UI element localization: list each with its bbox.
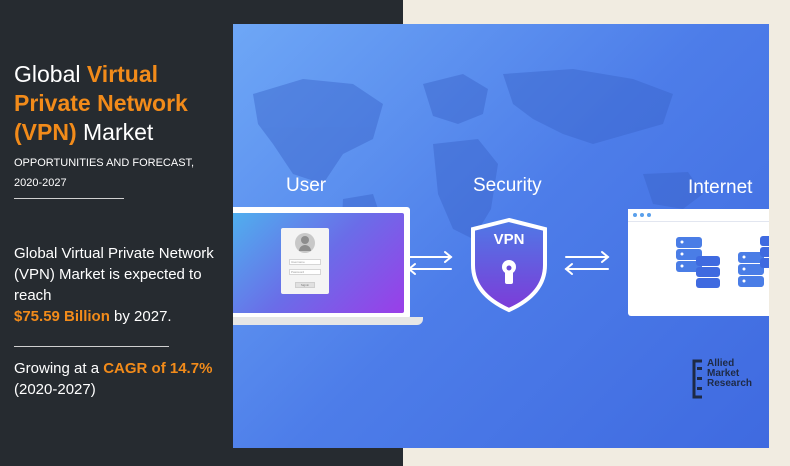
database-icon [676,236,769,288]
divider [14,346,169,347]
browser-window-graphic [628,209,769,316]
shield-label: VPN [493,231,525,248]
world-map-graphic [253,69,703,294]
growth-summary: Growing at a CAGR of 14.7%(2020-2027) [14,360,213,398]
market-summary: Global Virtual Private Network (VPN) Mar… [14,245,214,325]
illustration-card: User Security Internet Username Password… [233,24,769,448]
signin-button: Signin [295,282,315,288]
shield-lock-icon: VPN [469,217,549,313]
subtitle-line1: OPPORTUNITIES AND FORECAST, [14,157,195,169]
divider [14,198,124,199]
laptop-graphic: Username Password Signin [233,207,423,325]
laptop-base [233,317,423,325]
swap-arrows-icon [564,251,610,275]
market-value: $75.59 Billion [14,308,110,325]
cagr-value: CAGR of 14.7% [103,360,213,377]
username-field: Username [289,259,321,265]
login-form-graphic: Username Password Signin [281,228,329,294]
laptop-screen: Username Password Signin [233,207,410,319]
internet-label: Internet [688,177,753,198]
password-field: Password [289,269,321,275]
user-label: User [286,175,327,196]
user-avatar-icon [295,233,315,253]
subtitle-line2: 2020-2027 [14,177,67,189]
subtitle: OPPORTUNITIES AND FORECAST, 2020-2027 [14,153,214,193]
browser-bar [628,209,769,222]
security-label: Security [473,175,542,196]
swap-arrows-icon [407,251,453,275]
company-logo: Allied Market Research [692,359,767,399]
